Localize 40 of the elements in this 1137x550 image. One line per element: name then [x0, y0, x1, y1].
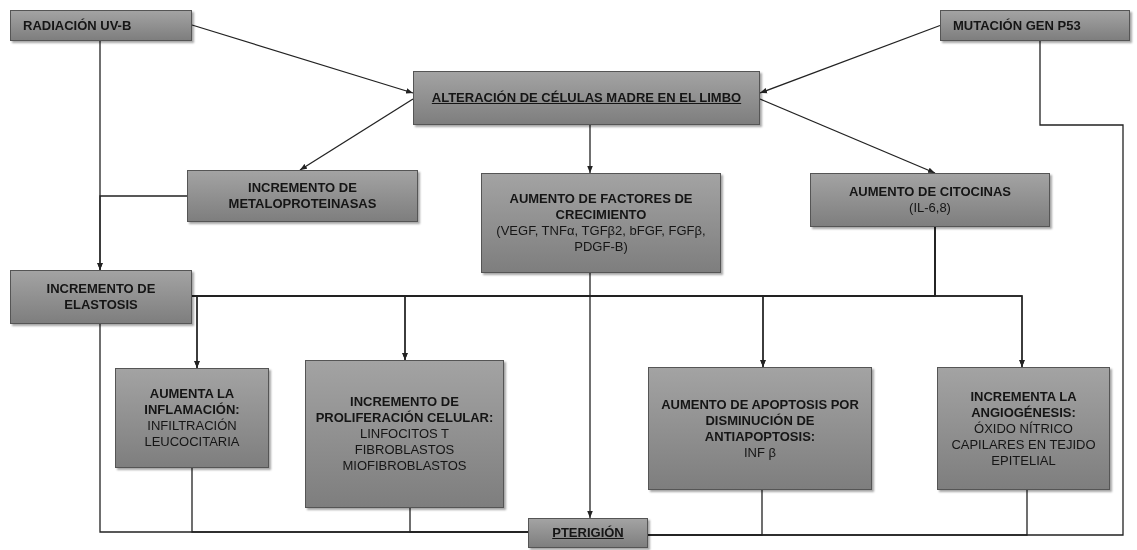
node-text: (IL-6,8) [909, 200, 951, 216]
process-box [413, 71, 760, 125]
process-box [810, 173, 1050, 227]
connector-line [647, 40, 1124, 536]
arrow [934, 226, 1025, 368]
node-title: AUMENTO DE CITOCINAS [849, 184, 1011, 200]
node-text: ÓXIDO NÍTRICO CAPILARES EN TEJIDO EPITELIAL [950, 420, 1097, 469]
arrow [97, 195, 188, 271]
node-title: RADIACIÓN UV-B [23, 17, 132, 34]
process-box [940, 10, 1130, 41]
node-title: MUTACIÓN GEN P53 [953, 17, 1081, 34]
arrow [759, 98, 936, 174]
node-text: LINFOCITOS T FIBROBLASTOS MIOFIBROBLASTOS [341, 426, 468, 474]
process-box [10, 270, 192, 324]
node-title: ALTERACIÓN DE CÉLULAS MADRE EN EL LIMBO [431, 90, 742, 106]
node-title: INCREMENTO DE METALOPROTEINASAS [227, 180, 378, 212]
process-box [305, 360, 504, 508]
arrow [299, 98, 414, 171]
arrow [587, 272, 593, 519]
node-title: AUMENTO DE APOPTOSIS POR DISMINUCIÓN DE ANTIAPOPTOSIS: [660, 396, 860, 445]
node-text: (VEGF, TNFα, TGFβ2, bFGF, FGFβ, PDGF-B) [495, 223, 707, 255]
node-title: PTERIGIÓN [552, 525, 624, 541]
process-box [648, 367, 872, 490]
process-box [481, 173, 721, 273]
process-box [187, 170, 418, 222]
node-title: AUMENTA LA INFLAMACIÓN: [143, 386, 241, 418]
node-title: INCREMENTO DE PROLIFERACIÓN CELULAR: [314, 394, 495, 426]
connector-line [409, 507, 529, 533]
process-box [115, 368, 269, 468]
arrow [587, 124, 593, 174]
arrow [191, 24, 414, 94]
node-title: INCREMENTO DE ELASTOSIS [45, 281, 157, 313]
process-box [528, 518, 648, 548]
arrow [759, 24, 941, 94]
process-box [937, 367, 1110, 490]
node-text: INFILTRACIÓN LEUCOCITARIA [143, 418, 241, 450]
process-box [10, 10, 192, 41]
node-title: AUMENTO DE FACTORES DE CRECIMIENTO [508, 191, 694, 223]
node-text: INF β [744, 444, 776, 461]
node-title: INCREMENTA LA ANGIOGÉNESIS: [969, 388, 1078, 421]
